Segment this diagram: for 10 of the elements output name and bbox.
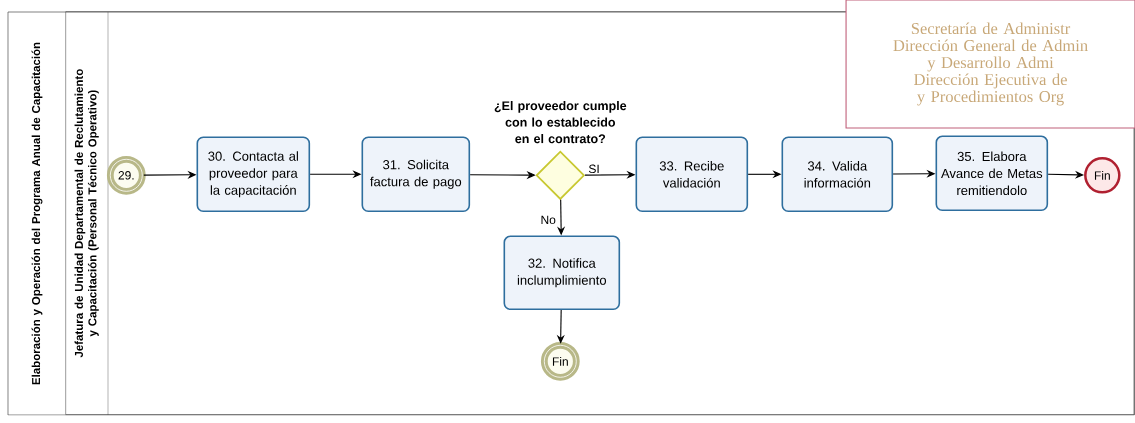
task-box: 32. Notifica inclumplimiento bbox=[503, 235, 621, 311]
task-box: 33. Recibe validación bbox=[635, 136, 749, 213]
stamp-box: Secretaría de Administr Dirección General de Admin y Desarrollo Admi Dirección Ejecutiva de y Procedimientos Org bbox=[845, 0, 1135, 129]
edge-label: SI bbox=[587, 163, 601, 175]
task-box: 35. Elabora Avance de Metas remitiendolo bbox=[935, 135, 1049, 212]
task-box: 34. Valida información bbox=[781, 136, 894, 213]
node-label: ¿El proveedor cumple con lo establecido en el contrato? bbox=[494, 101, 627, 144]
task-box: 31. Solicita factura de pago bbox=[361, 136, 471, 213]
task-box: 30. Contacta al proveedor para la capacitación bbox=[196, 136, 311, 213]
edge-label: No bbox=[539, 214, 557, 226]
